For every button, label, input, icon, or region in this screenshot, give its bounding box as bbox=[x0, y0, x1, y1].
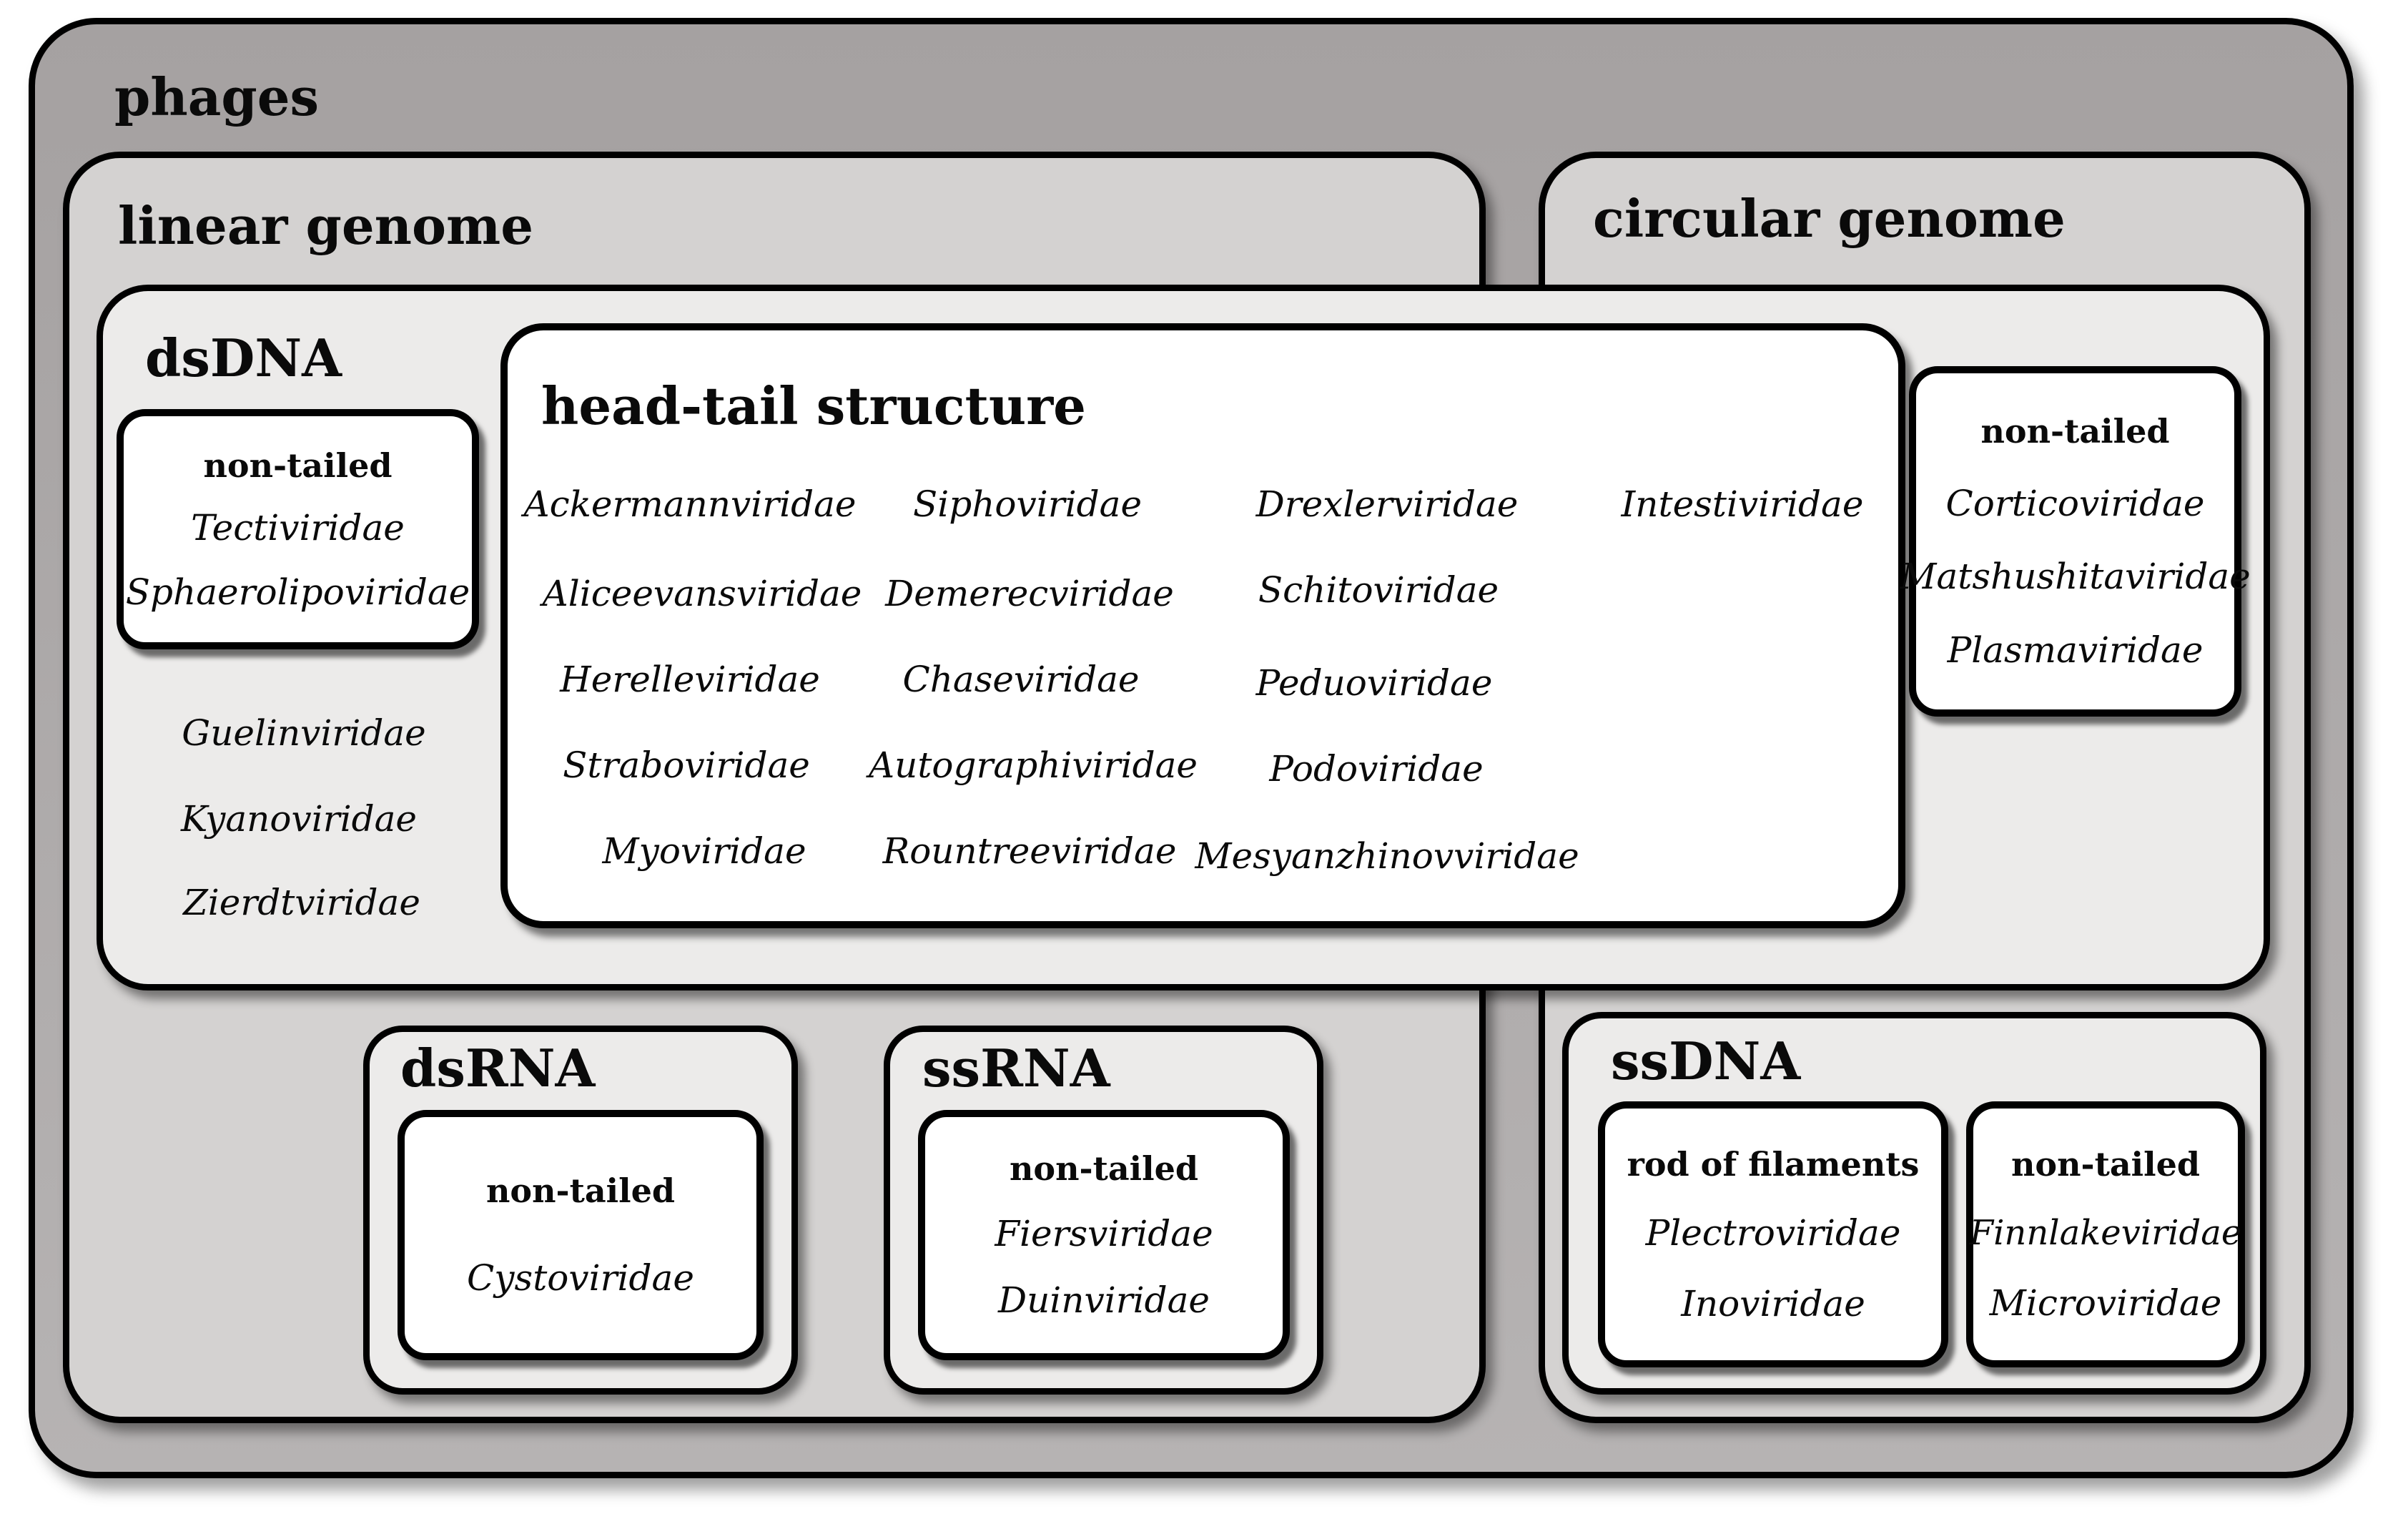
phages-label: phages bbox=[114, 67, 320, 127]
family-duinviridae: Duinviridae bbox=[997, 1279, 1210, 1321]
ssdna-non-tailed-title: non-tailed bbox=[2010, 1145, 2201, 1184]
family-guelinviridae: Guelinviridae bbox=[182, 712, 426, 754]
ssdna-non-tailed-box: non-tailed Finnlakeviridae Microviridae bbox=[1966, 1101, 2245, 1367]
ssdna-rod-of-filaments-title: rod of filaments bbox=[1627, 1144, 1920, 1184]
family-siphoviridae: Siphoviridae bbox=[912, 483, 1143, 525]
family-microviridae: Microviridae bbox=[1989, 1282, 2222, 1324]
dsdna-non-tailed-left-title: non-tailed bbox=[203, 446, 393, 485]
family-demerecviridae: Demerecviridae bbox=[885, 573, 1174, 614]
family-chaseviridae: Chaseviridae bbox=[902, 659, 1140, 700]
family-podoviridae: Podoviridae bbox=[1269, 748, 1484, 790]
family-inoviridae: Inoviridae bbox=[1681, 1282, 1865, 1324]
dsdna-non-tailed-right-box: non-tailed Corticoviridae Matshushitavir… bbox=[1900, 366, 2251, 717]
head-tail-structure-box bbox=[500, 323, 1905, 928]
dsrna-non-tailed-title: non-tailed bbox=[485, 1171, 676, 1210]
family-plasmaviridae: Plasmaviridae bbox=[1947, 629, 2204, 671]
dsdna-non-tailed-left-box: non-tailed Tectiviridae Sphaerolipovirid… bbox=[117, 409, 479, 649]
family-finnlakeviridae: Finnlakeviridae bbox=[1969, 1213, 2242, 1253]
family-autographiviridae: Autographiviridae bbox=[869, 744, 1198, 786]
family-aliceevansviridae: Aliceevansviridae bbox=[542, 573, 862, 614]
family-mesyanzhinovviridae: Mesyanzhinovviridae bbox=[1195, 835, 1579, 877]
family-herelleviridae: Herelleviridae bbox=[560, 659, 820, 700]
family-matshushitaviridae: Matshushitaviridae bbox=[1900, 556, 2251, 598]
head-tail-structure-label: head-tail structure bbox=[541, 375, 1086, 436]
dsdna-label: dsDNA bbox=[145, 328, 342, 388]
ssdna-label: ssDNA bbox=[1611, 1031, 1801, 1091]
family-rountreeviridae: Rountreeviridae bbox=[882, 830, 1177, 872]
family-drexlerviridae: Drexlerviridae bbox=[1255, 483, 1519, 525]
linear-genome-label: linear genome bbox=[118, 195, 534, 256]
ssrna-label: ssRNA bbox=[922, 1038, 1110, 1098]
family-schitoviridae: Schitoviridae bbox=[1258, 569, 1499, 611]
family-myoviridae: Myoviridae bbox=[602, 830, 806, 872]
ssrna-non-tailed-title: non-tailed bbox=[1009, 1149, 1199, 1188]
ssdna-rod-of-filaments-box: rod of filaments Plectroviridae Inovirid… bbox=[1598, 1101, 1948, 1367]
family-tectiviridae: Tectiviridae bbox=[191, 507, 405, 549]
circular-genome-label: circular genome bbox=[1593, 188, 2066, 249]
family-cystoviridae: Cystoviridae bbox=[467, 1257, 694, 1299]
dsdna-non-tailed-right-title: non-tailed bbox=[1980, 412, 2170, 451]
family-intestiviridae: Intestiviridae bbox=[1621, 483, 1864, 525]
dsrna-label: dsRNA bbox=[400, 1038, 596, 1098]
family-fiersviridae: Fiersviridae bbox=[995, 1213, 1213, 1254]
family-peduoviridae: Peduoviridae bbox=[1255, 662, 1493, 704]
family-zierdtviridae: Zierdtviridae bbox=[183, 882, 420, 923]
ssrna-non-tailed-box: non-tailed Fiersviridae Duinviridae bbox=[918, 1110, 1290, 1360]
dsrna-non-tailed-box: non-tailed Cystoviridae bbox=[398, 1110, 764, 1360]
family-kyanoviridae: Kyanoviridae bbox=[180, 798, 418, 840]
family-ackermannviridae: Ackermannviridae bbox=[523, 483, 857, 525]
family-corticoviridae: Corticoviridae bbox=[1945, 482, 2205, 524]
family-plectroviridae: Plectroviridae bbox=[1645, 1212, 1901, 1254]
family-sphaerolipoviridae: Sphaerolipoviridae bbox=[125, 571, 470, 613]
family-straboviridae: Straboviridae bbox=[563, 744, 810, 786]
